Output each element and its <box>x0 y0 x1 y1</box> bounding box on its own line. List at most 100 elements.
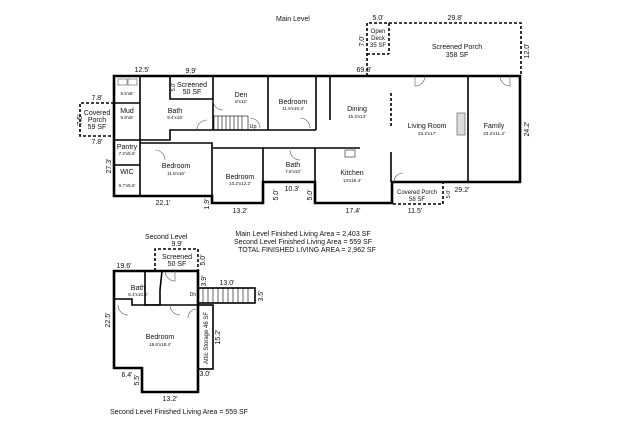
svg-text:10.2'x12.2': 10.2'x12.2' <box>229 181 251 186</box>
room-den: Den 8'x12' <box>235 92 248 104</box>
room-bath-2: Bath 7.6'x10' <box>285 162 301 174</box>
svg-text:13'x16.4': 13'x16.4' <box>343 178 361 183</box>
svg-text:3.5': 3.5' <box>258 290 265 301</box>
second-level-dimensions: 9.9' 5.0' 19.6' 3.9' 13.0' 3.5' 22.5' 15… <box>105 241 265 403</box>
svg-text:5.0': 5.0' <box>372 15 383 22</box>
svg-text:6.4': 6.4' <box>121 372 132 379</box>
room-bedroom-3: Bedroom 10.2'x12.2' <box>226 174 255 186</box>
svg-text:22.1': 22.1' <box>156 200 171 207</box>
second-level-walls <box>112 248 256 394</box>
stairs-down-label: Dn <box>190 292 197 298</box>
svg-text:Bedroom: Bedroom <box>162 163 191 170</box>
svg-text:358 SF: 358 SF <box>446 52 469 59</box>
svg-text:5.0': 5.0' <box>171 83 177 92</box>
svg-text:58 SF: 58 SF <box>409 197 425 203</box>
total-area: TOTAL FINISHED LIVING AREA = 2,962 SF <box>238 247 376 254</box>
svg-text:12.0': 12.0' <box>524 44 531 59</box>
svg-text:5.5': 5.5' <box>134 374 141 385</box>
svg-text:9.4'x16': 9.4'x16' <box>167 115 183 120</box>
svg-text:7.2'x5.5': 7.2'x5.5' <box>119 151 136 156</box>
svg-text:Bath: Bath <box>286 162 301 169</box>
svg-text:19.6': 19.6' <box>117 263 132 270</box>
svg-text:3.9': 3.9' <box>201 275 208 286</box>
svg-text:Screened: Screened <box>177 82 207 89</box>
svg-text:13.0': 13.0' <box>220 280 235 287</box>
svg-text:9.9': 9.9' <box>185 68 196 75</box>
dryer-icon <box>127 78 138 86</box>
second-level-area: Second Level Finished Living Area = 559 … <box>234 239 372 246</box>
svg-text:Open: Open <box>371 29 386 35</box>
room-bath-1: Bath 9.4'x16' <box>167 108 183 120</box>
main-stairs <box>213 115 249 131</box>
room-dining: Dining 15.3'x13' <box>347 106 367 119</box>
svg-text:29.2': 29.2' <box>455 187 470 194</box>
svg-text:Mud: Mud <box>120 108 134 115</box>
svg-text:Kitchen: Kitchen <box>340 170 363 177</box>
svg-text:50 SF: 50 SF <box>183 89 202 96</box>
svg-text:5.0': 5.0' <box>307 189 314 200</box>
svg-text:6.7'x5.5': 6.7'x5.5' <box>119 183 136 188</box>
svg-text:22.5': 22.5' <box>105 313 112 328</box>
room-covered-porch-left: Covered Porch 59 SF <box>84 110 111 131</box>
svg-text:Screened: Screened <box>162 254 192 261</box>
svg-text:WIC: WIC <box>120 169 134 176</box>
svg-text:13.2': 13.2' <box>163 396 178 403</box>
svg-text:5.8'x6': 5.8'x6' <box>121 115 134 120</box>
svg-text:15.3'x13': 15.3'x13' <box>348 114 366 119</box>
room-bath-second: Bath 8.4'x10.4' <box>128 285 148 297</box>
svg-text:3.0': 3.0' <box>199 371 210 378</box>
laundry-size: 5.5'x6' <box>121 91 134 96</box>
svg-text:11.6'x10.4': 11.6'x10.4' <box>282 106 304 111</box>
svg-text:59 SF: 59 SF <box>88 124 107 131</box>
door-swings <box>154 75 511 183</box>
svg-text:29.8': 29.8' <box>448 15 463 22</box>
attic-storage-label: Attic Storage 46 SF <box>204 312 210 364</box>
svg-text:Bath: Bath <box>131 285 146 292</box>
svg-text:24.2': 24.2' <box>524 122 531 137</box>
svg-text:Living Room: Living Room <box>408 123 447 130</box>
svg-text:Dining: Dining <box>347 106 367 113</box>
washer-icon <box>117 78 128 86</box>
svg-text:12.5': 12.5' <box>135 67 150 74</box>
svg-text:8'x12': 8'x12' <box>235 99 247 104</box>
svg-text:50 SF: 50 SF <box>168 261 187 268</box>
svg-text:Bedroom: Bedroom <box>226 174 255 181</box>
footer-second-level-area: Second Level Finished Living Area = 559 … <box>110 409 248 416</box>
svg-text:18.6'x18.4': 18.6'x18.4' <box>149 342 171 347</box>
svg-text:Deck: Deck <box>371 36 386 42</box>
svg-text:8.4'x10.4': 8.4'x10.4' <box>128 292 148 297</box>
svg-text:35 SF: 35 SF <box>370 43 386 49</box>
room-wic: WIC 6.7'x5.5' <box>119 169 136 188</box>
svg-text:Family: Family <box>484 123 505 130</box>
svg-text:11.8'x16': 11.8'x16' <box>167 171 185 176</box>
svg-text:9.9': 9.9' <box>171 241 182 248</box>
fireplace-icon <box>456 112 466 136</box>
svg-text:Porch: Porch <box>88 117 106 124</box>
main-level-walls <box>79 22 522 205</box>
svg-text:7.8': 7.8' <box>91 139 102 146</box>
room-mud: Mud 5.8'x6' <box>120 108 134 120</box>
room-screened-main: Screened 50 SF <box>177 82 207 96</box>
svg-text:7.5': 7.5' <box>77 114 84 125</box>
sink-icon <box>344 149 356 158</box>
room-family: Family 23.2'x11.4' <box>483 123 505 136</box>
svg-text:15.2': 15.2' <box>215 330 222 345</box>
svg-text:13.2': 13.2' <box>233 208 248 215</box>
svg-text:5.0': 5.0' <box>446 190 452 199</box>
svg-text:69.8': 69.8' <box>357 67 372 74</box>
room-bedroom-2: Bedroom 11.8'x16' <box>162 163 191 176</box>
main-level-area: Main Level Finished Living Area = 2,403 … <box>235 231 370 238</box>
room-kitchen: Kitchen 13'x16.4' <box>340 170 363 183</box>
area-summary: Main Level Finished Living Area = 2,403 … <box>234 231 376 254</box>
svg-text:Pantry: Pantry <box>117 144 138 151</box>
room-bedroom-1: Bedroom 11.6'x10.4' <box>279 99 308 111</box>
svg-text:Screened Porch: Screened Porch <box>432 44 482 51</box>
svg-text:Covered: Covered <box>84 110 111 117</box>
svg-text:27.3': 27.3' <box>106 159 113 174</box>
svg-text:11.5': 11.5' <box>408 208 422 215</box>
second-stairs <box>197 287 256 304</box>
room-pantry: Pantry 7.2'x5.5' <box>117 144 138 156</box>
svg-text:1.9': 1.9' <box>204 198 211 209</box>
svg-text:17.4': 17.4' <box>346 208 361 215</box>
